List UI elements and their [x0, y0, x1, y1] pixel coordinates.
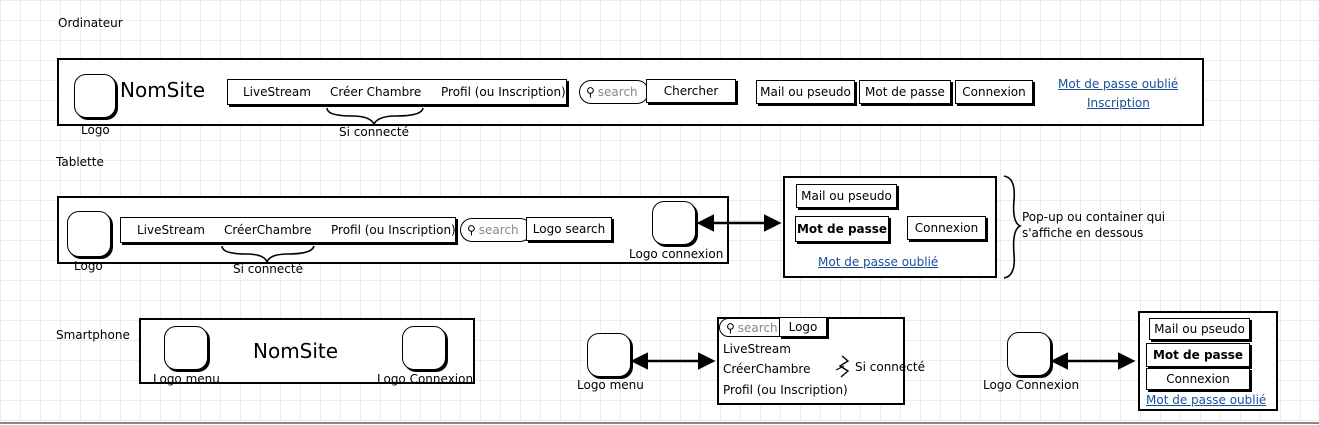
- desktop-nav-create-room[interactable]: Créer Chambre: [330, 85, 422, 99]
- tablet-popup-login-field[interactable]: Mail ou pseudo: [796, 184, 897, 208]
- smartphone-connect-button[interactable]: Connexion: [1146, 368, 1250, 390]
- section-label-smartphone: Smartphone: [56, 328, 130, 342]
- smartphone-menu-logo-icon[interactable]: [164, 326, 208, 370]
- desktop-logo-label: Logo: [81, 123, 110, 137]
- smartphone-menu-toggle-icon[interactable]: [587, 333, 631, 377]
- section-label-desktop: Ordinateur: [58, 16, 123, 30]
- smartphone-connect-toggle-icon[interactable]: [1007, 332, 1051, 376]
- smartphone-connect-logo-icon[interactable]: [402, 326, 446, 370]
- tablet-logo-icon[interactable]: [67, 211, 111, 257]
- tablet-search-placeholder: search: [478, 223, 519, 237]
- smartphone-connect-toggle-label: Logo Connexion: [983, 378, 1080, 392]
- tablet-popup-brace: [1003, 175, 1022, 279]
- tablet-popup-note-line2: s'affiche en dessous: [1022, 226, 1144, 240]
- tablet-popup-forgot-link[interactable]: Mot de passe oublié: [818, 255, 939, 269]
- desktop-site-name: NomSite: [120, 78, 206, 102]
- search-icon: ⚲: [726, 320, 735, 335]
- desktop-connected-brace: [326, 107, 424, 126]
- tablet-nav-create-room[interactable]: CréerChambre: [224, 223, 312, 237]
- smartphone-login-field[interactable]: Mail ou pseudo: [1149, 318, 1250, 340]
- tablet-connect-logo-label: Logo connexion: [629, 247, 724, 261]
- smartphone-connected-squiggle: [838, 355, 850, 378]
- tablet-search-logo-button[interactable]: Logo search: [526, 217, 612, 241]
- tablet-popup-password-field[interactable]: Mot de passe: [795, 216, 889, 242]
- smartphone-menu-connected-note: Si connecté: [855, 360, 925, 374]
- search-icon: ⚲: [467, 223, 476, 237]
- desktop-connected-note: Si connecté: [339, 125, 409, 139]
- smartphone-search-placeholder: search: [737, 320, 778, 335]
- desktop-register-link[interactable]: Inscription: [1087, 96, 1150, 110]
- smartphone-site-name: NomSite: [253, 339, 339, 363]
- smartphone-search-input[interactable]: ⚲ search: [719, 318, 789, 337]
- tablet-connected-note: Si connecté: [233, 262, 303, 276]
- desktop-password-field[interactable]: Mot de passe: [859, 80, 951, 104]
- desktop-nav-livestream[interactable]: LiveStream: [243, 85, 311, 99]
- tablet-connected-brace: [221, 245, 315, 265]
- tablet-popup-note-line1: Pop-up ou container qui: [1022, 210, 1166, 224]
- tablet-search-input[interactable]: ⚲ search: [460, 218, 532, 242]
- tablet-nav-bar: LiveStream CréerChambre Profil (ou Inscr…: [120, 217, 456, 243]
- desktop-logo-icon[interactable]: [74, 74, 116, 118]
- section-label-tablet: Tablette: [56, 155, 104, 169]
- desktop-forgot-password-link[interactable]: Mot de passe oublié: [1058, 77, 1179, 91]
- smartphone-search-logo[interactable]: Logo: [779, 317, 827, 337]
- smartphone-menu-logo-label: Logo menu: [153, 372, 220, 386]
- tablet-nav-profile[interactable]: Profil (ou Inscription): [331, 223, 456, 237]
- tablet-logo-label: Logo: [74, 259, 103, 273]
- smartphone-menu-create-room[interactable]: CréerChambre: [723, 362, 811, 376]
- desktop-login-field[interactable]: Mail ou pseudo: [756, 80, 855, 104]
- desktop-connect-button[interactable]: Connexion: [955, 80, 1033, 104]
- smartphone-menu-livestream[interactable]: LiveStream: [723, 342, 791, 356]
- smartphone-password-field[interactable]: Mot de passe: [1146, 343, 1250, 367]
- desktop-nav-profile[interactable]: Profil (ou Inscription): [441, 85, 566, 99]
- search-icon: ⚲: [586, 85, 595, 99]
- tablet-nav-livestream[interactable]: LiveStream: [137, 223, 205, 237]
- tablet-connect-logo-icon[interactable]: [652, 201, 696, 245]
- page-bottom-rule: [0, 422, 1319, 424]
- smartphone-forgot-link[interactable]: Mot de passe oublié: [1146, 393, 1267, 407]
- smartphone-connect-logo-label: Logo Connexion: [377, 372, 474, 386]
- desktop-search-input[interactable]: ⚲ search: [579, 80, 649, 104]
- desktop-search-placeholder: search: [597, 85, 638, 99]
- tablet-popup-connect-button[interactable]: Connexion: [907, 216, 986, 240]
- smartphone-menu-toggle-label: Logo menu: [577, 378, 644, 392]
- desktop-search-button[interactable]: Chercher: [646, 79, 736, 103]
- desktop-nav-bar: LiveStream Créer Chambre Profil (ou Insc…: [227, 79, 567, 105]
- smartphone-menu-profile[interactable]: Profil (ou Inscription): [723, 383, 848, 397]
